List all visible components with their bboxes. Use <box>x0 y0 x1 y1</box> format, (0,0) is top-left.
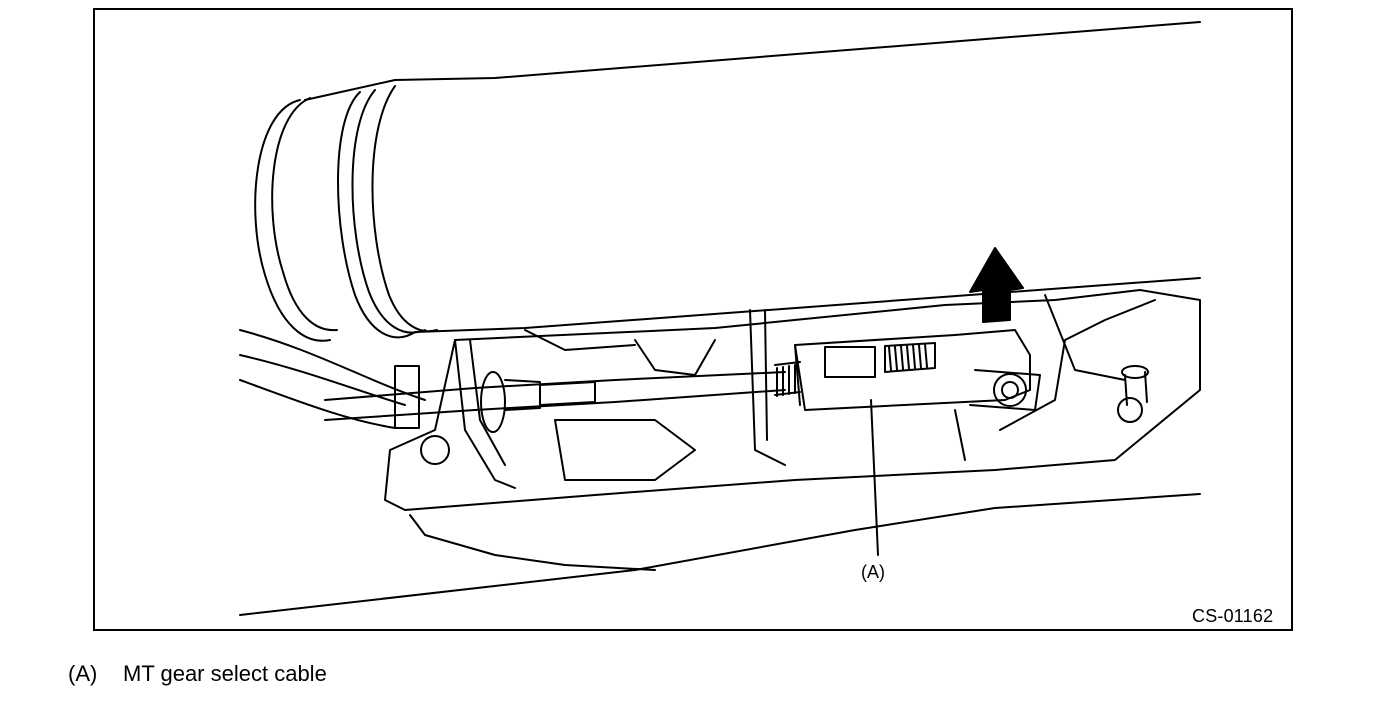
legend-item: (A) MT gear select cable <box>68 661 327 687</box>
gear-select-cable <box>324 361 801 433</box>
legend-key: (A) <box>68 661 98 686</box>
arrow-up-icon <box>969 247 1024 323</box>
shift-bracket <box>239 289 1201 616</box>
callout-label-a: (A) <box>861 562 885 582</box>
intake-duct <box>254 21 1201 342</box>
callout-leader <box>870 399 879 556</box>
figure-code: CS-01162 <box>1192 606 1274 626</box>
illustration-frame <box>93 8 1293 631</box>
legend-text: MT gear select cable <box>123 661 327 686</box>
transmission-line-drawing <box>239 21 1201 616</box>
cable-strands <box>239 329 426 429</box>
cable-end-lever <box>794 329 1041 461</box>
